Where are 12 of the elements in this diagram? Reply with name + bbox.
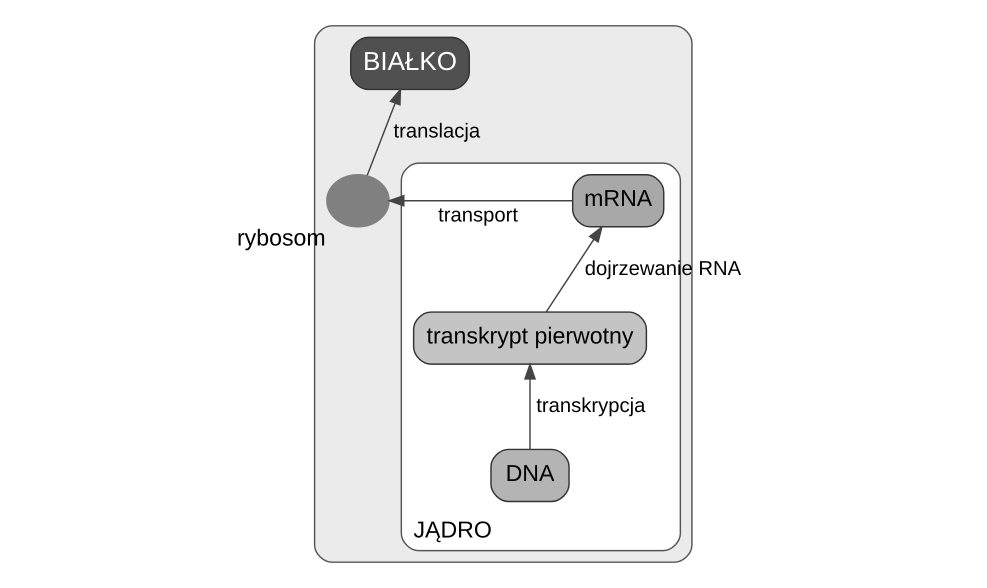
node-box: mRNA (572, 174, 664, 228)
node-box: DNA (490, 448, 570, 502)
edge-label: translacja (394, 120, 480, 142)
arrow (366, 88, 402, 176)
node-box: transkrypt pierwotny (412, 311, 648, 365)
arrow (546, 225, 604, 312)
edge-label: transkrypcja (536, 395, 646, 418)
node-box: BIAŁKO (350, 36, 470, 90)
edge-label: transport (438, 204, 518, 226)
arrow (387, 194, 572, 207)
node-circle (326, 174, 390, 228)
arrow (524, 362, 536, 450)
